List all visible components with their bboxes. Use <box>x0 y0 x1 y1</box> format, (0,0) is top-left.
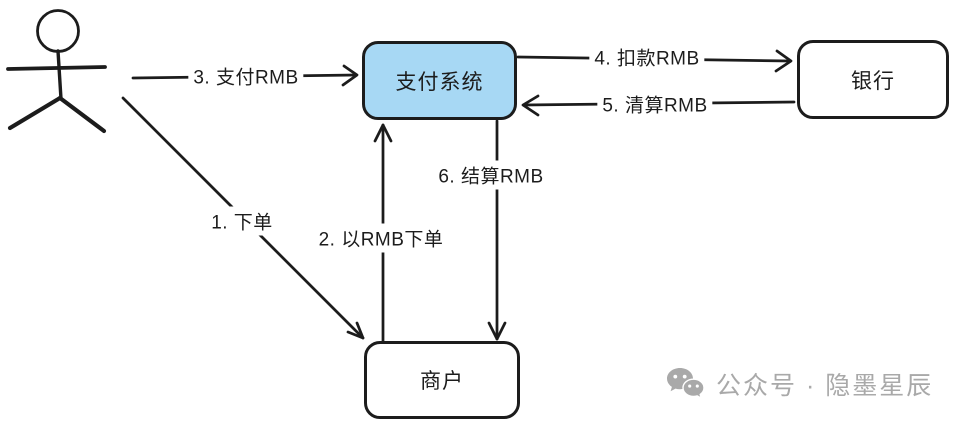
actor-leg-right <box>57 95 107 134</box>
wechat-icon <box>667 368 705 400</box>
actor-leg-left <box>7 95 63 131</box>
edge-label-pay-rmb: 3. 支付RMB <box>188 61 304 91</box>
merchant-node: 商户 <box>364 341 520 419</box>
watermark-text: 公众号 · 隐墨星辰 <box>716 372 934 400</box>
merchant-label: 商户 <box>420 370 464 393</box>
edge-label-clear-rmb: 5. 清算RMB <box>597 89 713 119</box>
bank-node: 银行 <box>797 40 949 119</box>
payment-system-label: 支付系统 <box>395 70 484 94</box>
actor-arms <box>6 65 107 71</box>
bank-label: 银行 <box>851 69 895 93</box>
arrow-6-settle-rmb <box>487 119 507 341</box>
watermark: 公众号 · 隐墨星辰 <box>666 366 933 402</box>
edge-label-order-in-rmb: 2. 以RMB下单 <box>313 223 449 253</box>
person-stick-figure <box>6 9 107 134</box>
actor-head <box>36 9 80 53</box>
edge-label-settle-rmb: 6. 结算RMB <box>433 160 549 190</box>
payment-system-node: 支付系统 <box>362 41 517 120</box>
edge-label-place-order: 1. 下单 <box>206 206 278 236</box>
edge-label-debit-rmb: 4. 扣款RMB <box>589 42 705 72</box>
actor-body <box>56 49 63 101</box>
